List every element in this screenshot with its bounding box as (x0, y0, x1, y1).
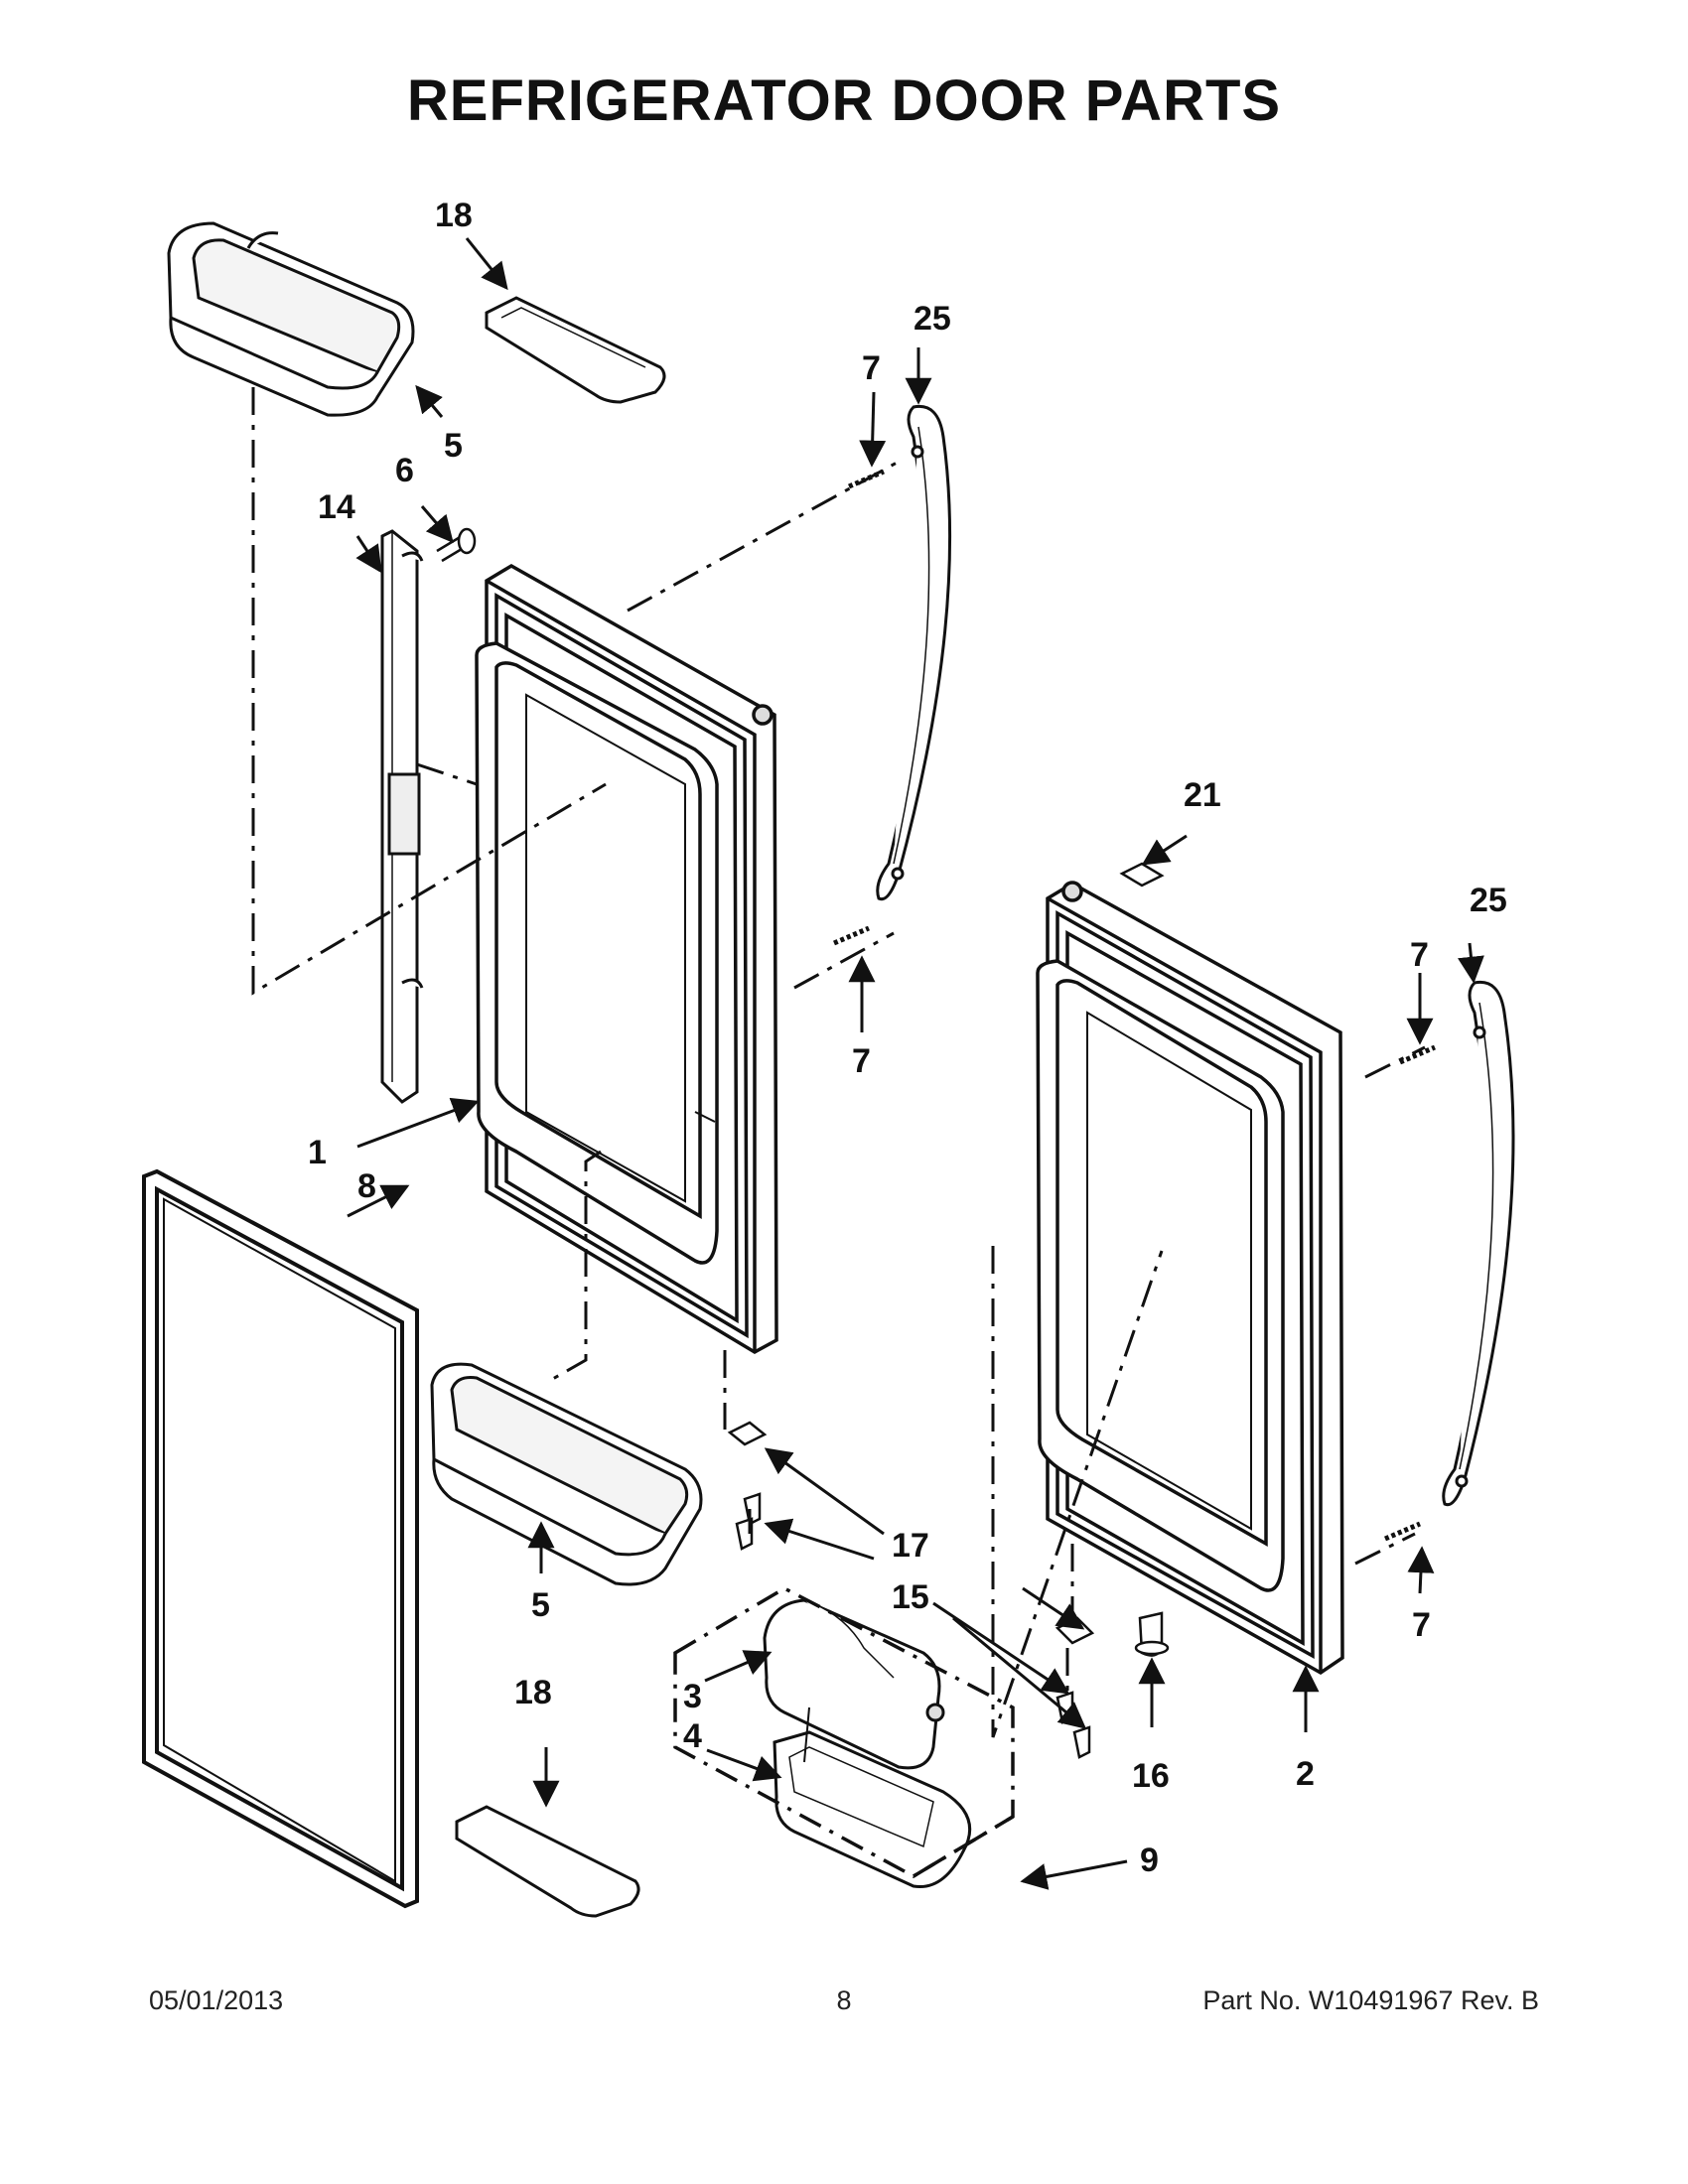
callout-1: 1 (308, 1134, 327, 1171)
door-bin-upper (167, 221, 415, 417)
callout-18-lower: 18 (514, 1674, 552, 1711)
callout-4: 4 (683, 1717, 702, 1755)
alignment-lines (251, 387, 1426, 1738)
screw-6 (436, 527, 477, 563)
callout-6: 6 (395, 452, 414, 489)
door-hinge-strip (380, 529, 424, 1104)
door-gasket (142, 1168, 419, 1909)
footer-page-number: 8 (836, 1985, 852, 2015)
callout-2: 2 (1296, 1755, 1315, 1793)
callout-15: 15 (892, 1578, 929, 1616)
callout-16: 16 (1132, 1757, 1170, 1795)
callout-5-lower: 5 (531, 1586, 550, 1624)
door-clip-21 (1119, 862, 1165, 887)
callout-18-upper: 18 (435, 197, 473, 234)
callout-7-a: 7 (862, 349, 881, 387)
callout-5-upper: 5 (444, 427, 463, 465)
callout-labels: 18 5 6 14 7 25 7 1 8 21 25 7 7 17 15 5 1… (308, 197, 1507, 1879)
footer-part-number: Part No. W10491967 Rev. B (1202, 1985, 1539, 2015)
callout-3: 3 (683, 1678, 702, 1715)
footer-date: 05/01/2013 (149, 1985, 284, 2015)
door-handle-right (1442, 980, 1515, 1507)
callout-14: 14 (318, 488, 355, 526)
callout-arrows (347, 237, 1484, 1890)
shelf-cover-upper (485, 296, 666, 404)
callout-7-d: 7 (1412, 1606, 1431, 1644)
callout-25-upper: 25 (914, 300, 951, 338)
callout-8: 8 (357, 1167, 376, 1205)
callout-7-c: 7 (1410, 936, 1429, 974)
callout-21: 21 (1184, 776, 1221, 814)
left-door-outer-panel (475, 563, 778, 1355)
door-handle-left (876, 404, 952, 901)
right-door-outer-panel (1036, 881, 1344, 1676)
assembly-dashed-box (673, 1585, 1015, 1879)
callout-7-b: 7 (852, 1042, 871, 1080)
callout-25-lower: 25 (1470, 882, 1507, 919)
callout-9: 9 (1140, 1842, 1159, 1879)
page-title: REFRIGERATOR DOOR PARTS (406, 68, 1282, 133)
callout-17: 17 (892, 1527, 929, 1565)
door-bin-lower (430, 1362, 703, 1586)
dispenser-assembly (763, 1598, 972, 1889)
shelf-cover-lower (455, 1805, 640, 1918)
